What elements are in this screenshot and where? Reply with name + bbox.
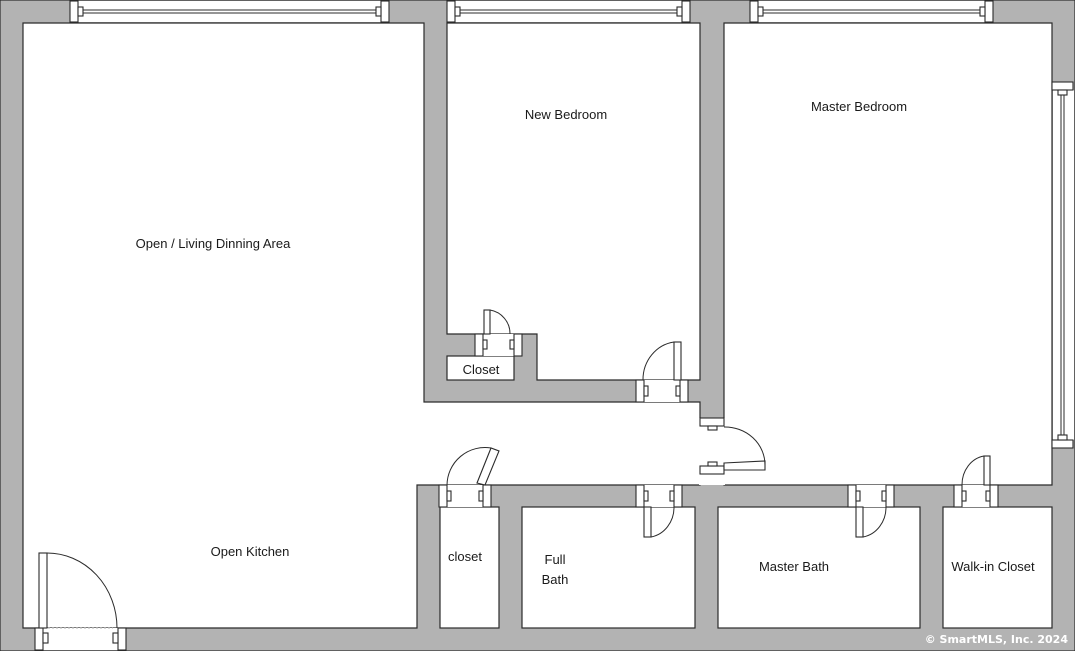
lower-closet-door [438, 447, 500, 508]
new-bedroom-floor [446, 22, 701, 381]
closet-door [474, 309, 523, 357]
window-top-left [69, 0, 390, 23]
room-label-master-bedroom: Master Bedroom [811, 99, 907, 114]
master-bedroom-door [699, 417, 766, 475]
room-label-full-bath-line2: Bath [542, 572, 569, 587]
room-floors [22, 22, 1053, 629]
room-label-closet-lower: closet [448, 549, 482, 564]
room-label-full-bath-line1: Full [545, 552, 566, 567]
full-bath-door [635, 484, 683, 538]
room-label-new-bedroom: New Bedroom [525, 107, 607, 122]
small-closet-floor [446, 355, 515, 381]
master-bedroom-floor [723, 22, 1053, 486]
room-label-closet-small: Closet [463, 362, 500, 377]
window-top-middle [446, 0, 691, 23]
full-bath-floor [521, 506, 696, 629]
master-bath-floor [717, 506, 921, 629]
entry-door [34, 552, 127, 651]
lower-closet-floor [439, 506, 500, 629]
window-top-right [749, 0, 994, 23]
new-bedroom-door [635, 341, 689, 403]
master-bath-door [847, 484, 895, 538]
walk-in-closet-door [953, 455, 999, 508]
room-label-master-bath: Master Bath [759, 559, 829, 574]
copyright-watermark: © SmartMLS, Inc. 2024 [925, 633, 1069, 646]
room-label-living: Open / Living Dinning Area [136, 236, 291, 251]
room-label-kitchen: Open Kitchen [211, 544, 290, 559]
window-right [1051, 81, 1074, 449]
room-label-walk-in-closet: Walk-in Closet [951, 559, 1035, 574]
walk-in-closet-floor [942, 506, 1053, 629]
